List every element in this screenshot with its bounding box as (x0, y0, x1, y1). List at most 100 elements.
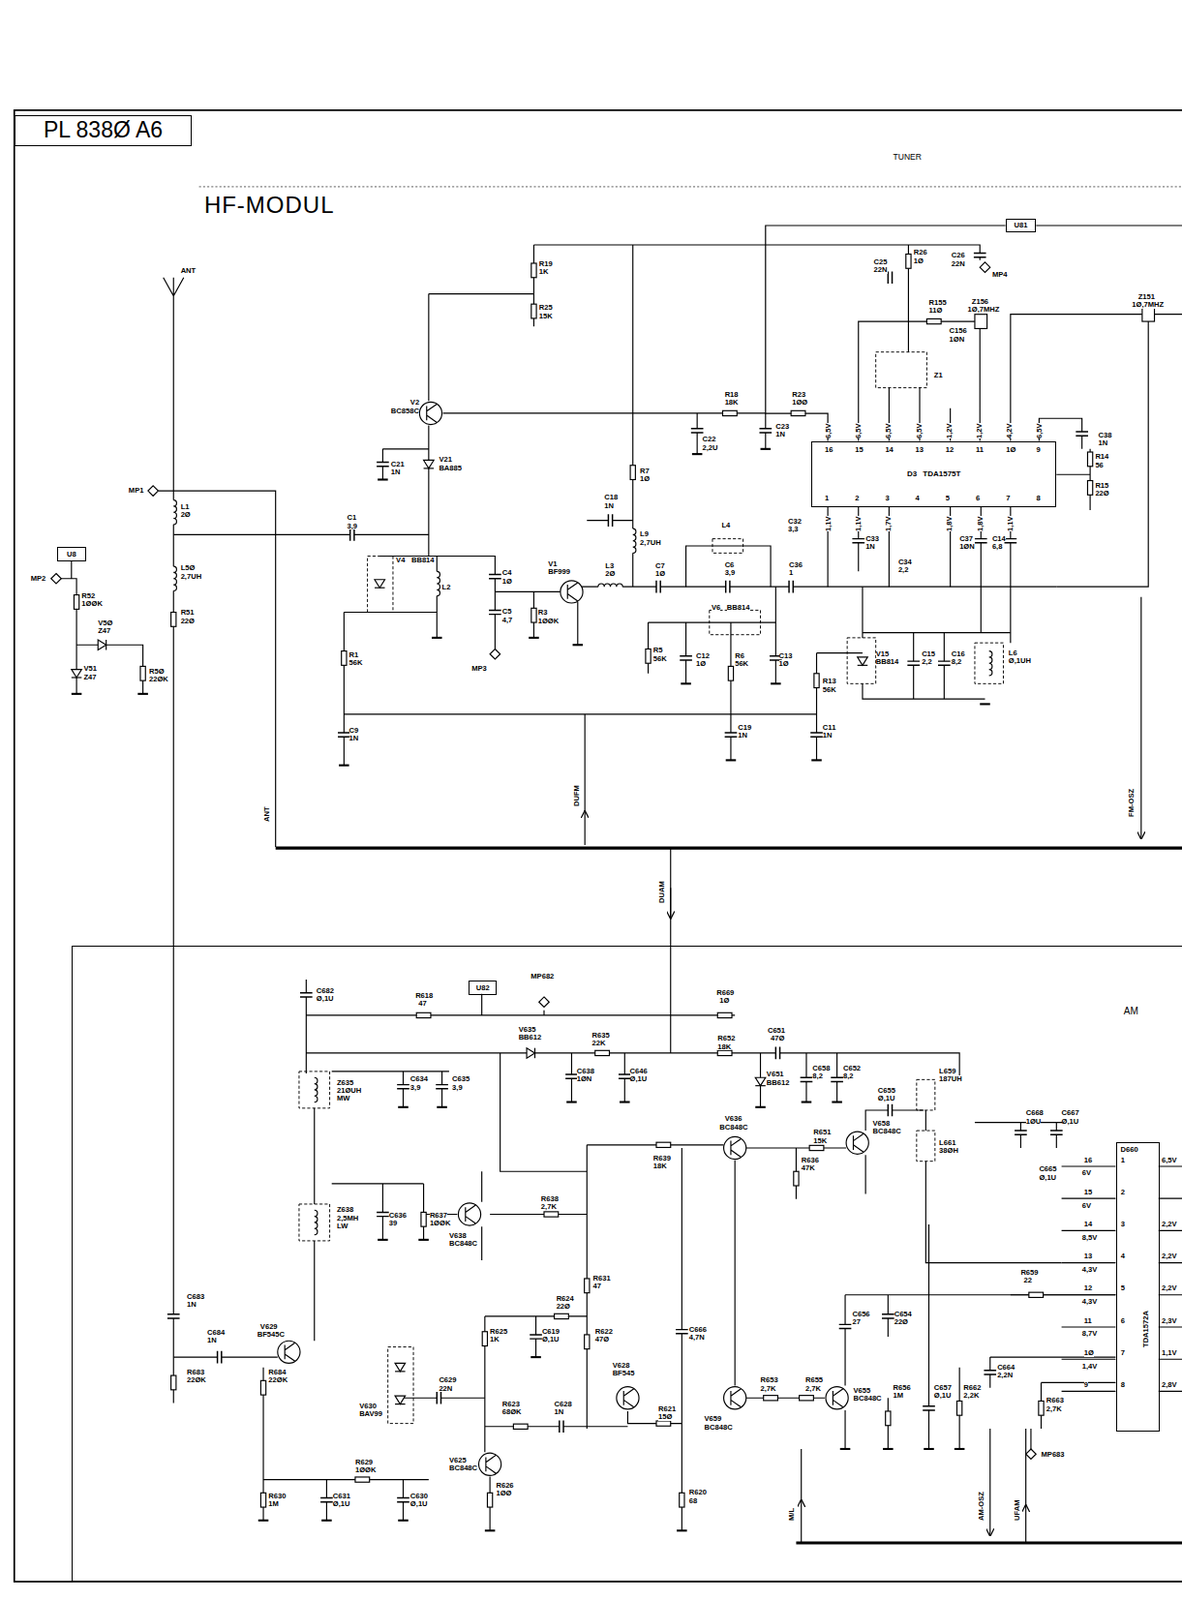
component-label: R6 (734, 652, 745, 661)
transistor-symbol (846, 1131, 869, 1154)
wire (163, 277, 184, 1404)
resistor-symbol (717, 1050, 732, 1056)
component-label: C21 (391, 460, 405, 469)
component-label: 5 (1121, 1284, 1125, 1293)
component-label: 1,4V (1082, 1363, 1098, 1371)
component-label: C646 (630, 1067, 648, 1076)
component-label: R623 (502, 1400, 520, 1409)
component-label: 22Ø (556, 1303, 571, 1311)
component-label: C23 (775, 423, 789, 431)
component-label: R620 (689, 1488, 707, 1497)
component-label: C655 (878, 1087, 896, 1095)
inductor-symbol (169, 500, 178, 525)
component-label: 1Ø (639, 475, 650, 484)
component-label: 1,1V (1006, 516, 1015, 533)
component-label: 22ØK (268, 1376, 288, 1385)
component-label: MP2 (30, 575, 47, 583)
capacitor-symbol (487, 609, 503, 614)
component-label: 1ØN (959, 543, 975, 551)
inductor-symbol (629, 528, 637, 553)
component-label: C631 (333, 1492, 351, 1501)
component-label: C682 (316, 987, 334, 996)
component-label: V635 (518, 1026, 537, 1034)
wire (1010, 1166, 1117, 1392)
component-label: 6,5V (915, 424, 924, 440)
resistor-symbol (799, 1395, 815, 1401)
component-label: BB814 (876, 658, 900, 667)
component-label: 6V (1082, 1202, 1092, 1211)
component-label: 39 (389, 1219, 397, 1228)
resistor-symbol (1038, 1400, 1044, 1416)
ground-symbol (692, 454, 703, 455)
component-label: 9 (1035, 446, 1040, 455)
component-label: V628 (612, 1362, 631, 1370)
component-label: V629 (260, 1323, 278, 1332)
component-label: MP683 (1040, 1451, 1064, 1459)
capacitor-symbol (906, 661, 921, 666)
capacitor-symbol (921, 1406, 937, 1411)
transistor-symbol (724, 1387, 747, 1410)
component-label: 6,5V (1035, 424, 1044, 440)
diode-symbol (394, 1363, 406, 1371)
component-label: 4,2V (1005, 424, 1014, 440)
component-label: 56 (1094, 461, 1103, 470)
wire (199, 185, 1182, 187)
ground-symbol (573, 644, 584, 646)
component-label: 1N (1098, 439, 1109, 448)
component-label: M/L (788, 1508, 796, 1521)
component-label: R7 (639, 467, 650, 476)
component-label: 4,3V (1082, 1298, 1098, 1306)
component-label: L4 (721, 521, 730, 530)
component-label: 18K (725, 398, 739, 407)
component-label: 22Ø (1094, 489, 1109, 498)
resistor-symbol (355, 1477, 370, 1483)
component-label: R662 (963, 1384, 981, 1393)
component-label: 2,2 (898, 566, 910, 575)
wire (800, 1500, 802, 1544)
component-label: 12 (1084, 1284, 1092, 1293)
component-label: Ø,1U (878, 1094, 896, 1103)
component-label: 1ØU (1026, 1118, 1042, 1126)
component-label: C651 (767, 1027, 786, 1035)
resistor-symbol (1087, 452, 1092, 467)
component-label: Ø,1U (934, 1392, 952, 1400)
ground-symbol (831, 1101, 843, 1103)
title-box: PL 838Ø A6 (14, 115, 192, 147)
component-label: 1N (865, 543, 876, 551)
component-label: Z1 (934, 371, 943, 380)
inductor-symbol (310, 1077, 319, 1102)
component-label: BB814 (411, 556, 435, 565)
ground-symbol (397, 1106, 409, 1108)
component-label: Ø,1U (333, 1500, 351, 1509)
component-label: 15 (1084, 1188, 1092, 1197)
component-label: 187UH (939, 1075, 963, 1084)
component-label: MP3 (471, 665, 487, 673)
node-text: TDA1572A (1142, 1310, 1151, 1348)
component-label: 2,2V (1161, 1284, 1178, 1293)
component-label: C156 (949, 327, 968, 335)
component-label: 15K (813, 1137, 827, 1146)
component-label: L6 (1008, 649, 1018, 658)
component-label: 7 (1005, 494, 1010, 503)
component-label: 1M (268, 1500, 279, 1509)
component-label: BC848C (719, 1123, 748, 1132)
component-label: R14 (1094, 453, 1109, 461)
component-label: V4 (395, 556, 405, 565)
resistor-symbol (790, 410, 806, 416)
capacitor-symbol (788, 579, 793, 595)
component-label: 2 (1121, 1188, 1125, 1197)
component-label: L9 (639, 530, 649, 539)
component-label: 8,2 (951, 658, 963, 667)
resistor-symbol (260, 1492, 266, 1508)
component-label: 1,7V (884, 516, 893, 533)
wire (1025, 1428, 1027, 1506)
capacitor-symbol (829, 1077, 845, 1082)
component-label: L659 (939, 1067, 956, 1076)
capacitor-symbol (436, 1391, 441, 1406)
outline (299, 1071, 331, 1109)
component-label: 1,8V (976, 516, 985, 533)
transistor-symbol (616, 1387, 639, 1410)
diode-symbol (394, 1395, 406, 1404)
component-label: 47Ø (595, 1335, 609, 1344)
